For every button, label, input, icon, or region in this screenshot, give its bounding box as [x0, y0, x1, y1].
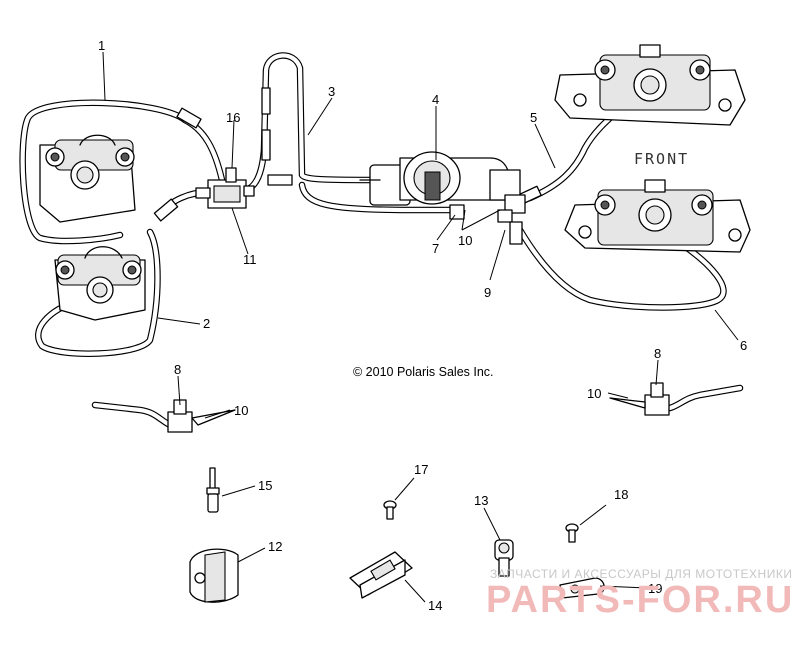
callout-9: 9 — [484, 285, 491, 300]
callout-8-left: 8 — [174, 362, 181, 377]
watermark: ЗАПЧАСТИ И АКСЕССУАРЫ ДЛЯ МОТОТЕХНИКИ PA… — [486, 567, 794, 621]
junction-block — [195, 167, 255, 209]
callout-16: 16 — [226, 110, 240, 125]
left-lower-caliper — [54, 246, 146, 321]
callout-10-left: 10 — [234, 403, 248, 418]
callout-12: 12 — [268, 539, 282, 554]
callout-4: 4 — [432, 92, 439, 107]
callout-18: 18 — [614, 487, 628, 502]
screw-18 — [565, 523, 579, 543]
watermark-tagline: ЗАПЧАСТИ И АКСЕССУАРЫ ДЛЯ МОТОТЕХНИКИ — [490, 567, 792, 581]
rivet — [206, 467, 220, 513]
callout-17: 17 — [414, 462, 428, 477]
copyright-text: © 2010 Polaris Sales Inc. — [353, 365, 494, 379]
left-upper-caliper — [39, 134, 136, 223]
callout-10-right: 10 — [587, 386, 601, 401]
callout-1: 1 — [98, 38, 105, 53]
callout-15: 15 — [258, 478, 272, 493]
right-upper-caliper — [554, 44, 746, 126]
callout-5: 5 — [530, 110, 537, 125]
banjo-fitting-right — [609, 382, 744, 416]
callout-10-center: 10 — [458, 233, 472, 248]
hose-clip — [494, 539, 514, 577]
callout-3: 3 — [328, 84, 335, 99]
hose-clamp — [189, 548, 239, 603]
callout-numbers: 1 2 3 4 5 6 7 8 8 9 10 10 10 11 12 13 14… — [98, 38, 747, 613]
callout-6: 6 — [740, 338, 747, 353]
mounting-bracket — [349, 551, 413, 599]
right-lower-caliper — [564, 179, 751, 253]
callout-19: 19 — [648, 581, 662, 596]
callout-2: 2 — [203, 316, 210, 331]
leader-lines — [102, 51, 739, 603]
banjo-fitting-left — [91, 399, 236, 433]
callout-14: 14 — [428, 598, 442, 613]
callout-13: 13 — [474, 493, 488, 508]
callout-8-right: 8 — [654, 346, 661, 361]
watermark-brand: PARTS-FOR.RU — [486, 579, 794, 621]
screw-17 — [383, 500, 397, 520]
master-cylinder — [359, 151, 526, 245]
front-label: FRONT — [634, 150, 689, 168]
callout-7: 7 — [432, 241, 439, 256]
callout-11: 11 — [243, 252, 257, 267]
